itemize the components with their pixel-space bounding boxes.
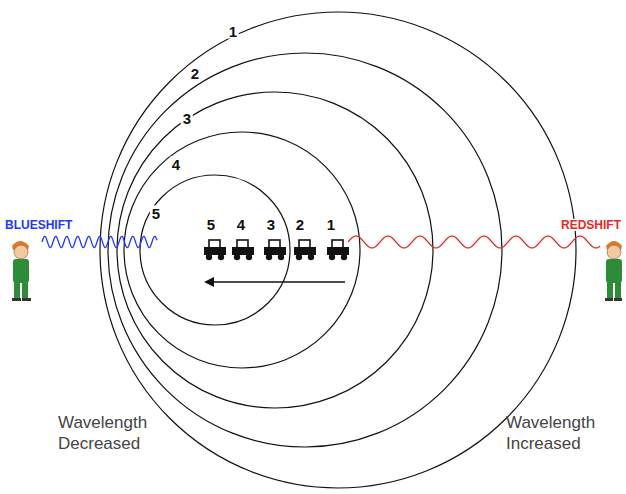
- car-wheel: [296, 254, 302, 260]
- car-number: 4: [235, 217, 247, 232]
- car-wheel: [308, 254, 314, 260]
- wavefront-circle: [108, 53, 502, 447]
- caption-text: Wavelength Increased: [506, 412, 611, 455]
- car-wheel: [234, 254, 240, 260]
- car-cab: [332, 240, 343, 248]
- shift-label: BLUESHIFT: [4, 219, 73, 231]
- shift-label: REDSHIFT: [560, 219, 622, 231]
- circle-number: 1: [227, 24, 239, 39]
- car-cab: [237, 240, 248, 248]
- leg: [615, 282, 621, 299]
- car-number: 3: [265, 217, 277, 232]
- wavefront-circle: [140, 175, 290, 325]
- car-number: 2: [294, 217, 306, 232]
- car-icon: [264, 240, 286, 260]
- head: [607, 245, 621, 259]
- shoe: [22, 298, 31, 301]
- car-cab: [209, 240, 220, 248]
- blue-wave: [42, 236, 157, 247]
- waves: [42, 236, 600, 248]
- body: [606, 259, 622, 283]
- car-number: 1: [325, 217, 337, 232]
- car-wheel: [341, 254, 347, 260]
- shoe: [12, 298, 21, 301]
- circle-number: 5: [150, 206, 162, 221]
- wavefronts: [100, 12, 576, 488]
- leg: [14, 282, 20, 299]
- circle-number: 3: [181, 111, 193, 126]
- shoe: [605, 298, 613, 301]
- wavefront-circle: [124, 132, 360, 368]
- leg: [22, 282, 28, 299]
- car-icon: [327, 240, 349, 260]
- arrow-head: [204, 277, 214, 287]
- red-wave: [348, 236, 600, 248]
- shoe: [614, 298, 622, 301]
- cars: [204, 240, 349, 260]
- car-icon: [204, 240, 226, 260]
- observer-left: [12, 241, 31, 301]
- car-number: 5: [205, 217, 217, 232]
- arrow-shaft: [212, 281, 345, 283]
- car-cab: [269, 240, 280, 248]
- circle-number: 4: [170, 157, 182, 172]
- observer-right: [605, 241, 622, 301]
- car-wheel: [218, 254, 224, 260]
- motion-arrow: [204, 277, 345, 287]
- wavefront-circle: [117, 92, 433, 408]
- car-cab: [299, 240, 310, 248]
- car-icon: [232, 240, 254, 260]
- body: [13, 259, 29, 283]
- head: [14, 245, 28, 259]
- car-wheel: [266, 254, 272, 260]
- car-wheel: [278, 254, 284, 260]
- wavefront-circle: [100, 12, 576, 488]
- car-icon: [294, 240, 316, 260]
- circle-number: 2: [189, 66, 201, 81]
- leg: [607, 282, 613, 299]
- car-wheel: [329, 254, 335, 260]
- car-wheel: [206, 254, 212, 260]
- caption-text: Wavelength Decreased: [58, 412, 163, 455]
- car-wheel: [246, 254, 252, 260]
